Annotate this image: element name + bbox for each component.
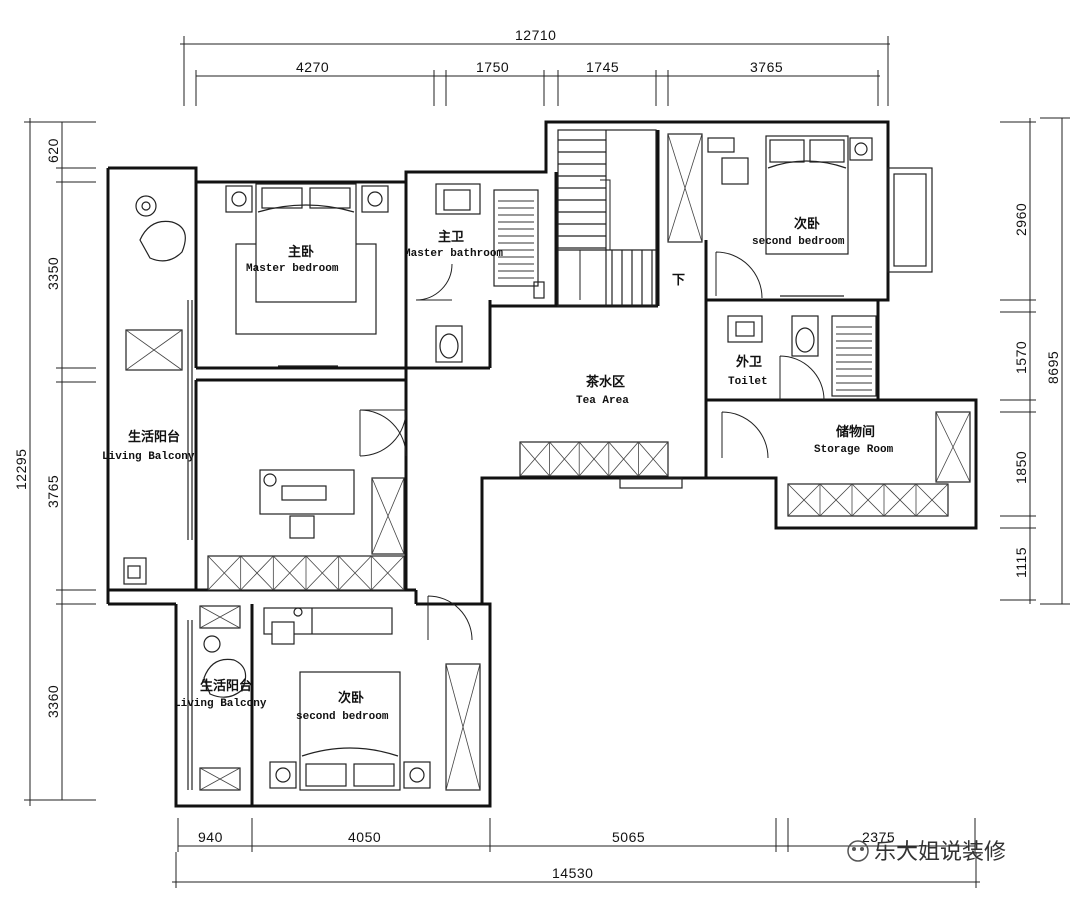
second-bedroom-top-zh: 次卧 <box>794 216 820 232</box>
second-bedroom-bottom-en: second bedroom <box>296 711 389 723</box>
dim-left-seg-4: 3360 <box>45 685 61 718</box>
master-bathroom-zh: 主卫 <box>438 229 464 245</box>
drawing-line <box>883 483 917 517</box>
toilet-room <box>727 315 877 401</box>
dim-top-seg-2: 1750 <box>476 59 509 75</box>
stair-down-label: 下 <box>672 273 685 288</box>
toilet-zh: 外卫 <box>735 354 762 370</box>
tea-area <box>519 441 683 489</box>
master-bedroom <box>225 183 389 367</box>
dim-bottom-seg-2: 4050 <box>348 829 381 845</box>
master-bedroom-en: Master bedroom <box>246 263 339 275</box>
living-balcony-2 <box>187 605 247 791</box>
dim-top-seg-4: 3765 <box>750 59 783 75</box>
tea-area-zh: 茶水区 <box>586 374 625 390</box>
living-balcony-2-zh: 生活阳台 <box>200 678 252 694</box>
drawing-line <box>787 483 821 517</box>
drawing-line <box>578 441 610 477</box>
dim-left-total: 12295 <box>13 449 29 490</box>
bay-window <box>887 167 933 273</box>
living-balcony-1 <box>123 195 193 585</box>
toilet-en: Toilet <box>728 376 768 388</box>
living-balcony-1-zh: 生活阳台 <box>128 429 180 445</box>
dim-right-seg-1: 2960 <box>1013 203 1029 236</box>
drawing-line <box>608 441 639 477</box>
drawing-line <box>549 441 580 477</box>
drawing-line <box>207 555 241 591</box>
tea-area-en: Tea Area <box>576 395 629 407</box>
drawing-line <box>819 483 853 517</box>
master-bathroom-en: Master bathroom <box>404 248 503 260</box>
storage-room-en: Storage Room <box>814 444 894 456</box>
dim-right-seg-2: 1570 <box>1013 341 1029 374</box>
drawing-line <box>638 441 669 477</box>
master-bedroom-zh: 主卧 <box>288 244 314 260</box>
master-bathroom <box>415 183 545 363</box>
dim-top-seg-3: 1745 <box>586 59 619 75</box>
dimension-lines <box>24 36 1070 888</box>
drawing-line <box>240 555 274 591</box>
dim-left-seg-1: 620 <box>45 138 61 163</box>
dim-bottom-seg-3: 5065 <box>612 829 645 845</box>
drawing-line <box>338 555 372 591</box>
watermark-logo-icon <box>847 840 869 862</box>
living-balcony-1-en: Living Balcony <box>102 451 195 463</box>
dim-bottom-seg-1: 940 <box>198 829 223 845</box>
dim-top-total: 12710 <box>515 27 556 43</box>
second-bedroom-top-en: second bedroom <box>752 236 845 248</box>
drawing-line <box>851 483 885 517</box>
dim-bottom-seg-4: 2375 <box>862 829 895 845</box>
staircase <box>557 129 657 307</box>
second-bedroom-bottom <box>263 595 481 791</box>
dim-right-seg-3: 1850 <box>1013 451 1029 484</box>
study-room <box>207 409 407 591</box>
storage-room <box>721 411 971 517</box>
storage-room-zh: 储物间 <box>835 424 875 440</box>
drawing-line <box>273 555 307 591</box>
second-bedroom-top <box>667 133 873 299</box>
dim-right-total: 8695 <box>1045 351 1061 384</box>
drawing-line <box>519 441 550 477</box>
dim-left-seg-3: 3765 <box>45 475 61 508</box>
watermark-text: 乐大姐说装修 <box>874 840 1006 865</box>
dim-top-seg-1: 4270 <box>296 59 329 75</box>
drawing-line <box>305 555 339 591</box>
drawing-line <box>371 555 405 591</box>
living-balcony-2-en: Living Balcony <box>174 698 267 710</box>
dim-right-seg-4: 1115 <box>1013 547 1029 578</box>
dim-left-seg-2: 3350 <box>45 257 61 290</box>
drawing-line <box>915 483 949 517</box>
dim-bottom-total: 14530 <box>552 865 593 881</box>
second-bedroom-bottom-zh: 次卧 <box>338 690 364 706</box>
